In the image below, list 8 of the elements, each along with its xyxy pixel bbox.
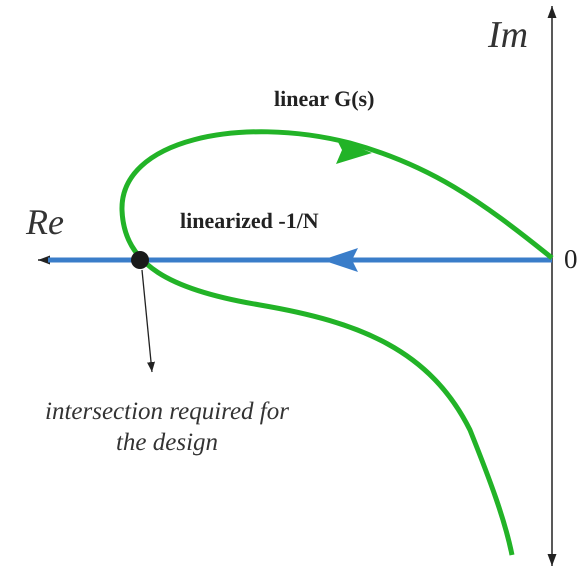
curve-label: linearized -1/N: [180, 210, 319, 232]
axis-label: Re: [26, 204, 64, 240]
leader-line: [141, 270, 155, 372]
curve-label: linear G(s): [274, 88, 374, 110]
axis-label: Im: [488, 16, 528, 54]
annotation-text: intersection required for the design: [32, 396, 302, 458]
origin-label: 0: [564, 246, 578, 273]
intersection-point: [131, 251, 149, 269]
